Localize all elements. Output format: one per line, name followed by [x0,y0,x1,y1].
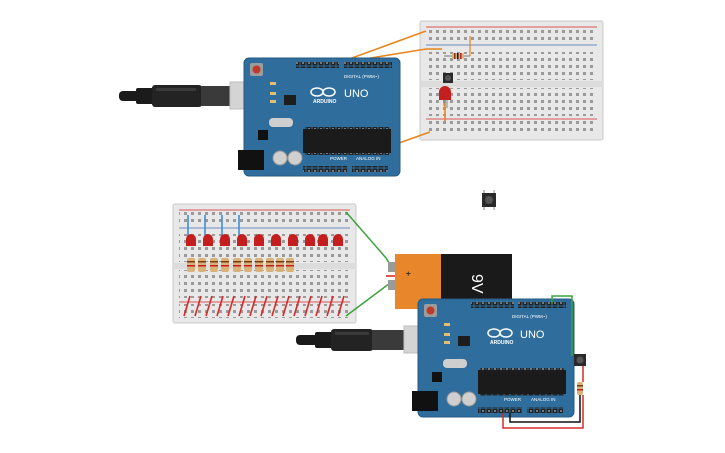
resistor-3[interactable] [210,258,218,272]
led-4[interactable] [237,234,247,246]
breadboard-bottom[interactable] [172,203,357,324]
led-5[interactable] [254,234,264,246]
breadboard-top[interactable] [419,20,604,141]
uno-label-bottom: UNO [520,329,545,341]
wires-bottom-right [502,295,584,429]
battery-label: 9V [468,274,485,294]
uno-label-top: UNO [344,88,369,100]
arduino-brand-top: ARDUINO [313,99,336,105]
resistor-9[interactable] [276,258,284,272]
led-7[interactable] [288,234,298,246]
resistor-10[interactable] [286,258,294,272]
resistor-5[interactable] [233,258,241,272]
led-row-bottom [186,234,343,246]
power-label-top: POWER [330,156,348,161]
usb-cable-bottom[interactable] [296,325,438,354]
arduino-uno-bottom[interactable]: DIGITAL (PWM~) ARDUINO UNO POWER ANALOG … [412,298,575,418]
wires-red-bottom [183,295,345,317]
arduino-brand-bottom: ARDUINO [490,340,513,346]
loose-pushbutton[interactable] [482,190,496,210]
resistor-8[interactable] [266,258,274,272]
led-2[interactable] [203,234,213,246]
led-8[interactable] [305,234,315,246]
analog-label-top: ANALOG IN [356,156,381,161]
resistor-1[interactable] [187,258,195,272]
svg-text:+: + [403,271,413,276]
resistor-6[interactable] [244,258,252,272]
digital-label-top: DIGITAL (PWM~) [344,74,379,79]
led-3[interactable] [220,234,230,246]
led-1[interactable] [186,234,196,246]
digital-label-bottom: DIGITAL (PWM~) [512,314,547,319]
resistor-top[interactable] [444,53,470,59]
resistor-row-bottom [187,258,294,272]
usb-cable-top[interactable] [119,81,264,110]
analog-label-bottom: ANALOG IN [531,397,556,402]
resistor-2[interactable] [198,258,206,272]
arduino-uno-top[interactable]: DIGITAL (PWM~) ARDUINO UNO POWER ANALOG … [238,57,401,177]
led-top[interactable] [439,86,451,108]
led-9[interactable] [318,234,328,246]
led-6[interactable] [271,234,281,246]
resistor-4[interactable] [221,258,229,272]
led-10[interactable] [333,234,343,246]
pushbutton-bottom[interactable] [574,354,586,366]
resistor-7[interactable] [255,258,263,272]
resistor-bottom-right[interactable] [577,382,583,395]
power-label-bottom: POWER [504,397,522,402]
pushbutton-top[interactable] [443,73,453,83]
wires-blue-bottom [187,215,240,238]
